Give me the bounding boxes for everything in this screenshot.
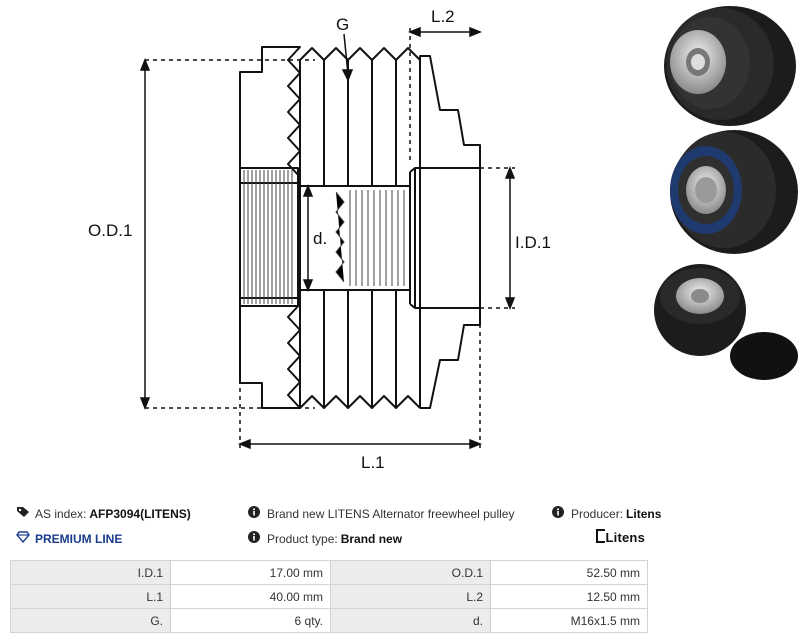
groove-profile-top (299, 47, 421, 61)
spec-value: M16x1.5 mm (490, 608, 648, 633)
description: Brand new LITENS Alternator freewheel pu… (248, 506, 514, 521)
producer-label: Producer: (571, 506, 624, 521)
product-type-value: Brand new (340, 531, 403, 546)
spec-label: O.D.1 (330, 560, 491, 585)
label-l1: L.1 (361, 453, 385, 472)
groove-profile-bottom (299, 395, 421, 409)
label-l2: L.2 (431, 7, 455, 26)
brand-logo-text: Litens (605, 530, 645, 545)
logo-mark-icon (595, 529, 605, 543)
product-type: Product type: Brand new (248, 531, 402, 546)
pulley-photo-back (670, 130, 798, 254)
spec-label: I.D.1 (10, 560, 171, 585)
tags-icon (16, 506, 30, 521)
spec-label: G. (10, 608, 171, 633)
description-text: Brand new LITENS Alternator freewheel pu… (267, 506, 515, 521)
as-index: AS index: AFP3094(LITENS) (16, 506, 191, 521)
diamond-icon (16, 531, 30, 546)
pulley-outline (239, 46, 301, 184)
producer-value: Litens (626, 506, 662, 521)
info-icon (552, 506, 566, 521)
label-d: d. (313, 229, 327, 248)
pulley-photo-front (664, 6, 796, 126)
brand-logo: Litens (595, 529, 645, 545)
spec-value: 52.50 mm (490, 560, 648, 585)
producer: Producer: Litens (552, 506, 661, 521)
product-photos (654, 6, 798, 380)
premium-line-badge: PREMIUM LINE (16, 531, 122, 546)
spline-hub (239, 167, 299, 307)
table-row: G. 6 qty. d. M16x1.5 mm (10, 608, 648, 633)
right-flange (419, 55, 481, 409)
spec-label: L.2 (330, 584, 491, 609)
info-icon (248, 506, 262, 521)
as-index-value: AFP3094(LITENS) (89, 506, 191, 521)
spec-value: 40.00 mm (170, 584, 331, 609)
pulley-technical-drawing: G L.2 O.D.1 I.D.1 d. L.1 (88, 7, 551, 472)
pulley-photo-with-cap (654, 264, 798, 380)
spec-value: 12.50 mm (490, 584, 648, 609)
spec-label: d. (330, 608, 491, 633)
label-id1: I.D.1 (515, 233, 551, 252)
premium-line-text: PREMIUM LINE (35, 531, 123, 546)
label-od1: O.D.1 (88, 221, 132, 240)
product-type-label: Product type: (267, 531, 338, 546)
spec-value: 17.00 mm (170, 560, 331, 585)
specs-table: I.D.1 17.00 mm O.D.1 52.50 mm L.1 40.00 … (10, 560, 648, 633)
table-row: L.1 40.00 mm L.2 12.50 mm (10, 584, 648, 609)
as-index-label: AS index: (35, 506, 87, 521)
spec-value: 6 qty. (170, 608, 331, 633)
label-g: G (336, 15, 349, 34)
info-icon (248, 531, 262, 546)
table-row: I.D.1 17.00 mm O.D.1 52.50 mm (10, 560, 648, 585)
spec-label: L.1 (10, 584, 171, 609)
